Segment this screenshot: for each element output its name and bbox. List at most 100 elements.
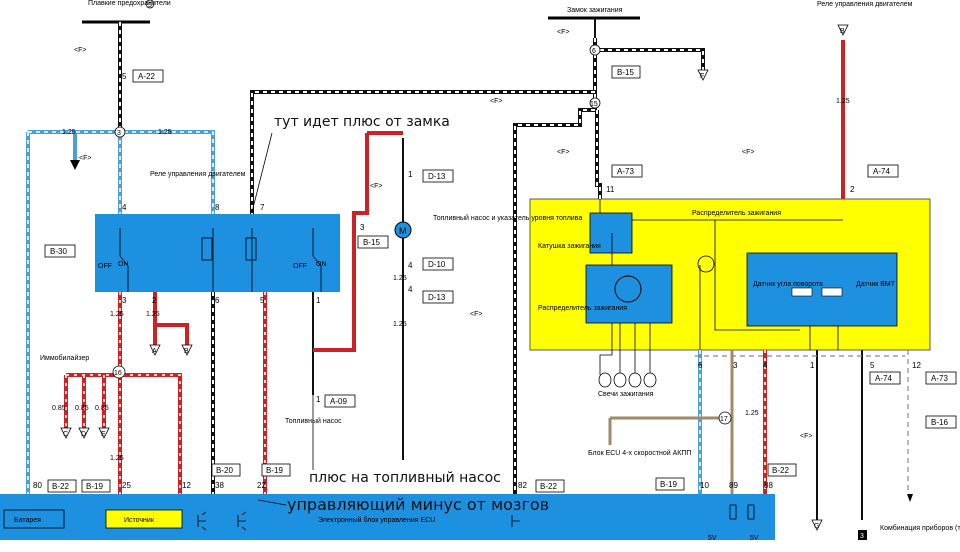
pin-1-relay: 1 bbox=[316, 296, 321, 305]
pin-4-relay: 4 bbox=[122, 203, 127, 212]
connector-b19-left: B-19 bbox=[86, 482, 103, 491]
five-v-2: 5V bbox=[750, 535, 759, 542]
fuel-pump-label: Топливный насос bbox=[285, 417, 342, 425]
connector-b22-right: B-22 bbox=[772, 466, 789, 475]
off-label-2: OFF bbox=[293, 263, 307, 270]
annotation-control-minus: управляющий минус от мозгов bbox=[287, 495, 549, 514]
f-marker-9: <F> bbox=[800, 433, 812, 440]
gauge-1-25-d: 1.25 bbox=[158, 129, 172, 136]
angle-sensor-icon bbox=[791, 287, 813, 297]
ignition-coil-label: Катушка зажигания bbox=[538, 243, 601, 250]
pin-5-relay: 5 bbox=[260, 296, 265, 305]
fuses-label: Плавкие предохранители bbox=[88, 0, 171, 7]
f-marker-8: <F> bbox=[79, 155, 91, 162]
f-marker-4: <F> bbox=[557, 149, 569, 156]
connector-b20: B-20 bbox=[216, 466, 233, 475]
gauge-1-25-b: 1.25 bbox=[146, 311, 160, 318]
off-label-1: OFF bbox=[98, 263, 112, 270]
pin-11: 11 bbox=[606, 185, 615, 194]
pin-1-a09: 1 bbox=[316, 395, 321, 404]
pin-1-d13: 1 bbox=[408, 170, 413, 179]
relay-contacts bbox=[119, 228, 322, 292]
on-label-2: ON bbox=[316, 261, 327, 268]
circle-5: 5 bbox=[148, 2, 152, 9]
ecu-label: Электронный блок управления ECU bbox=[318, 516, 435, 524]
distributor-label: Распределитель зажигания bbox=[538, 305, 627, 312]
distributor-top-label: Распределитель зажигания bbox=[692, 210, 781, 217]
pin-4-d10: 4 bbox=[408, 261, 413, 270]
f-marker-2: <F> bbox=[557, 29, 569, 36]
pin-4-d13: 4 bbox=[408, 285, 413, 294]
connector-b15-top: B-15 bbox=[617, 68, 634, 77]
ground-a-1: A bbox=[152, 348, 157, 355]
spark-plugs-label: Свечи зажигания bbox=[598, 391, 654, 398]
distributor-rotor-icon bbox=[614, 275, 642, 303]
tdc-sensor-label: Датчик ВМТ bbox=[856, 281, 896, 288]
svg-text:M: M bbox=[399, 226, 407, 236]
pin-2-dist: 2 bbox=[850, 185, 855, 194]
transistor-icon bbox=[697, 255, 715, 273]
pin-25: 25 bbox=[122, 481, 131, 490]
pin-8-relay: 8 bbox=[215, 203, 220, 212]
immobilizer-label: Иммобилайзер bbox=[40, 354, 89, 362]
source-label: Источник bbox=[124, 517, 155, 524]
connector-b15: B-15 bbox=[363, 238, 380, 247]
gauge-1-25-i: 1.25 bbox=[745, 410, 759, 417]
pin-82: 82 bbox=[518, 481, 527, 490]
ecu-internal-symbols bbox=[3, 504, 755, 531]
connector-a74-bottom: A-74 bbox=[875, 374, 892, 383]
coil-box bbox=[589, 212, 633, 254]
gauge-1-25-c: 1.25 bbox=[62, 129, 76, 136]
battery-label: Батарея bbox=[14, 517, 41, 524]
pin-6-relay: 6 bbox=[215, 296, 220, 305]
connector-a74-top: A-74 bbox=[873, 167, 890, 176]
ground-f: F bbox=[700, 73, 704, 80]
pump-motor-icon: M bbox=[394, 221, 412, 239]
pin-80: 80 bbox=[33, 481, 42, 490]
connector-d10: D-10 bbox=[428, 260, 446, 269]
connector-a73-bottom: A-73 bbox=[931, 374, 948, 383]
splice-16: 16 bbox=[114, 370, 122, 377]
pin-5-dist: 5 bbox=[870, 361, 875, 370]
connector-b22-left: B-22 bbox=[52, 482, 69, 491]
gauge-1-25-e: 1.25 bbox=[393, 275, 407, 282]
connector-b19-mid: B-19 bbox=[266, 466, 283, 475]
pin-4-dist: 4 bbox=[763, 361, 768, 370]
pin-6-dist: 6 bbox=[698, 361, 703, 370]
pin-2-relay: 2 bbox=[152, 296, 157, 305]
pin-5-top: 5 bbox=[122, 72, 127, 81]
angle-sensor-label: Датчик угла поворота bbox=[753, 281, 823, 288]
gauge-0-85-a: 0.85 bbox=[52, 405, 66, 412]
pin-1-dist: 1 bbox=[810, 361, 815, 370]
f-marker-7: <F> bbox=[470, 311, 482, 318]
pin-3-dist: 3 bbox=[733, 361, 738, 370]
f-marker-6: <F> bbox=[370, 183, 382, 190]
pin-22: 22 bbox=[257, 481, 266, 490]
engine-relay-top-label: Реле управления двигателем bbox=[817, 1, 913, 8]
annotation-plus-from-switch: тут идет плюс от замка bbox=[274, 114, 450, 130]
engine-relay-label: Реле управления двигателем bbox=[150, 171, 246, 178]
connector-a22: A-22 bbox=[138, 72, 155, 81]
pin-7-relay: 7 bbox=[260, 203, 265, 212]
connector-d13-top: D-13 bbox=[428, 172, 446, 181]
fuel-pump-gauge-label: Топливный насос и указатель уровня топли… bbox=[433, 214, 582, 222]
pin-3-b15: 3 bbox=[360, 223, 365, 232]
gauge-1-25-g: 1.25 bbox=[836, 98, 850, 105]
pin-89: 89 bbox=[729, 481, 738, 490]
f-marker-1: <F> bbox=[74, 47, 86, 54]
terminal-3: 3 bbox=[860, 533, 864, 540]
ground-c: C bbox=[63, 431, 68, 438]
splice-6: 6 bbox=[592, 48, 596, 55]
spark-plug-icons bbox=[598, 372, 657, 388]
connector-b30: B-30 bbox=[50, 247, 67, 256]
pin-3-relay: 3 bbox=[122, 296, 127, 305]
connector-a73-top: A-73 bbox=[617, 167, 634, 176]
gauge-1-25-f: 1.25 bbox=[393, 321, 407, 328]
f-marker-5: <F> bbox=[742, 149, 754, 156]
f-marker-3: <F> bbox=[490, 98, 502, 105]
ecu-at-label: Блок ECU 4-х скоростной АКПП bbox=[588, 449, 691, 457]
five-v-1: 5V bbox=[708, 535, 717, 542]
on-label-1: ON bbox=[118, 261, 129, 268]
pin-88: 88 bbox=[764, 481, 773, 490]
